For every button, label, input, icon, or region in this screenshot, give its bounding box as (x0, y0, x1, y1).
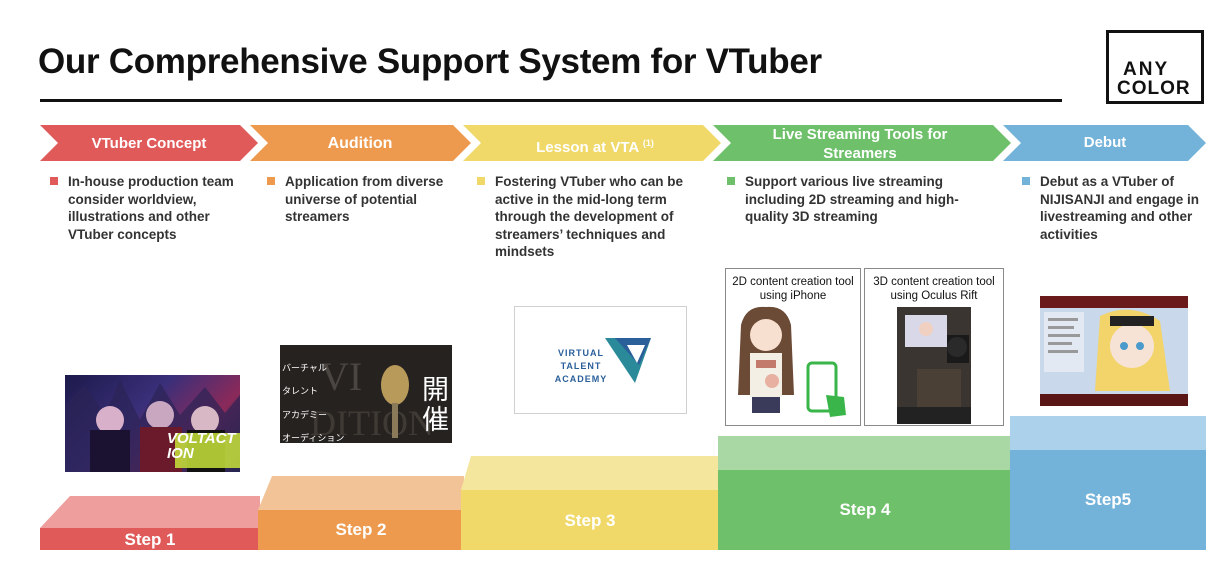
logo-line-1: ANY (1123, 59, 1170, 80)
logo-line-2: COLOR (1117, 78, 1191, 99)
tool-2d-art (738, 306, 846, 417)
vta-logo-box: VIRTUAL TALENT ACADEMY (514, 306, 687, 414)
vta-line-1: VIRTUAL (558, 348, 604, 358)
audition-line-1: バーチャル (282, 363, 327, 373)
voltaction-image: VOLTACTION (65, 375, 240, 472)
audition-line-2: タレント (282, 386, 319, 396)
stage-desc-1-text: In-house production team consider worldv… (68, 174, 234, 242)
tool-3d-box: 3D content creation tool using Oculus Ri… (864, 268, 1004, 426)
step-face (718, 470, 1012, 550)
arrow-stage-5 (1003, 125, 1206, 161)
step-label-3: Step 3 (564, 511, 616, 530)
step-face (258, 510, 464, 550)
step-block-5: Step5 (1010, 416, 1206, 550)
vta-emblem-icon (605, 338, 651, 383)
step-top (461, 456, 719, 490)
bullet-square (477, 177, 485, 185)
stage-label-4: Live Streaming Tools for Streamers (772, 126, 948, 162)
step-face (1010, 450, 1206, 550)
stage-label-3: Lesson at VTA (1) (485, 134, 705, 157)
svg-text:VI: VI (320, 354, 362, 399)
audition-big-text: 開催 (422, 375, 449, 435)
page-title: Our Comprehensive Support System for VTu… (38, 42, 822, 81)
stage-desc-3-text: Fostering VTuber who can be active in th… (495, 174, 684, 259)
step-top (258, 476, 464, 510)
tool-3d-art (897, 307, 971, 424)
vta-line-3: ACADEMY (554, 374, 608, 384)
stage-desc-5: Debut as a VTuber of NIJISANJI and engag… (1022, 173, 1202, 243)
bullet-square (1022, 177, 1030, 185)
stage-label-1: VTuber Concept (91, 135, 207, 152)
audition-line-4: オーディション (282, 433, 345, 443)
stage-desc-3: Fostering VTuber who can be active in th… (477, 173, 702, 261)
audition-line-3: アカデミー (282, 410, 328, 420)
step-top (40, 496, 260, 528)
tool-3d-caption: 3D content creation tool using Oculus Ri… (873, 276, 995, 302)
debut-stream-art (1040, 296, 1188, 406)
stage-label-3-footnote: (1) (642, 138, 654, 148)
debut-stream-image (1040, 296, 1188, 406)
stage-label-3-text: Lesson at VTA (536, 139, 639, 156)
step-block-1: Step 1 (40, 496, 260, 550)
arrow-stage-3 (463, 125, 721, 161)
step-label-1: Step 1 (124, 530, 176, 549)
step-top (1010, 416, 1206, 450)
step-block-2: Step 2 (258, 476, 464, 550)
step-block-4: Step 4 (718, 436, 1012, 550)
stage-label-2: Audition (327, 135, 393, 152)
stage-desc-4-text: Support various live streaming including… (745, 174, 959, 224)
voltaction-text: VOLTACTION (167, 430, 236, 462)
arrow-stage-4 (713, 125, 1011, 161)
bullet-square (727, 177, 735, 185)
title-underline (40, 99, 1062, 102)
stage-desc-5-text: Debut as a VTuber of NIJISANJI and engag… (1040, 174, 1200, 242)
stage-desc-2-text: Application from diverse universe of pot… (285, 174, 444, 224)
step-label-2: Step 2 (335, 520, 387, 539)
tool-2d-box: 2D content creation tool using iPhone (725, 268, 861, 426)
tool-3d-photo (897, 307, 971, 424)
anycolor-logo: ANY COLOR (1106, 30, 1204, 104)
vta-logo-text: VIRTUAL TALENT ACADEMY (553, 347, 609, 386)
step-face (40, 528, 260, 550)
stage-desc-2: Application from diverse universe of pot… (267, 173, 447, 226)
vta-line-2: TALENT (560, 361, 602, 371)
step-block-3: Step 3 (461, 456, 719, 550)
stage-desc-1: In-house production team consider worldv… (50, 173, 250, 243)
stage-label-5: Debut (1083, 134, 1127, 151)
bullet-square (50, 177, 58, 185)
step-label-4: Step 4 (839, 500, 891, 519)
process-arrows (40, 125, 1206, 161)
audition-art: VI DITION (280, 345, 452, 443)
tool-2d-caption: 2D content creation tool using iPhone (732, 276, 854, 302)
audition-image: VI DITION 開催 バーチャル タレント アカデミー オーディション (280, 345, 452, 443)
voltaction-art (65, 380, 240, 472)
arrow-stage-1 (40, 125, 258, 161)
step-top (718, 436, 1012, 470)
arrow-stage-2 (250, 125, 471, 161)
stage-desc-4: Support various live streaming including… (727, 173, 982, 226)
step-label-5: Step5 (1084, 490, 1132, 509)
svg-text:DITION: DITION (310, 403, 434, 443)
step-face (461, 490, 719, 550)
bullet-square (267, 177, 275, 185)
